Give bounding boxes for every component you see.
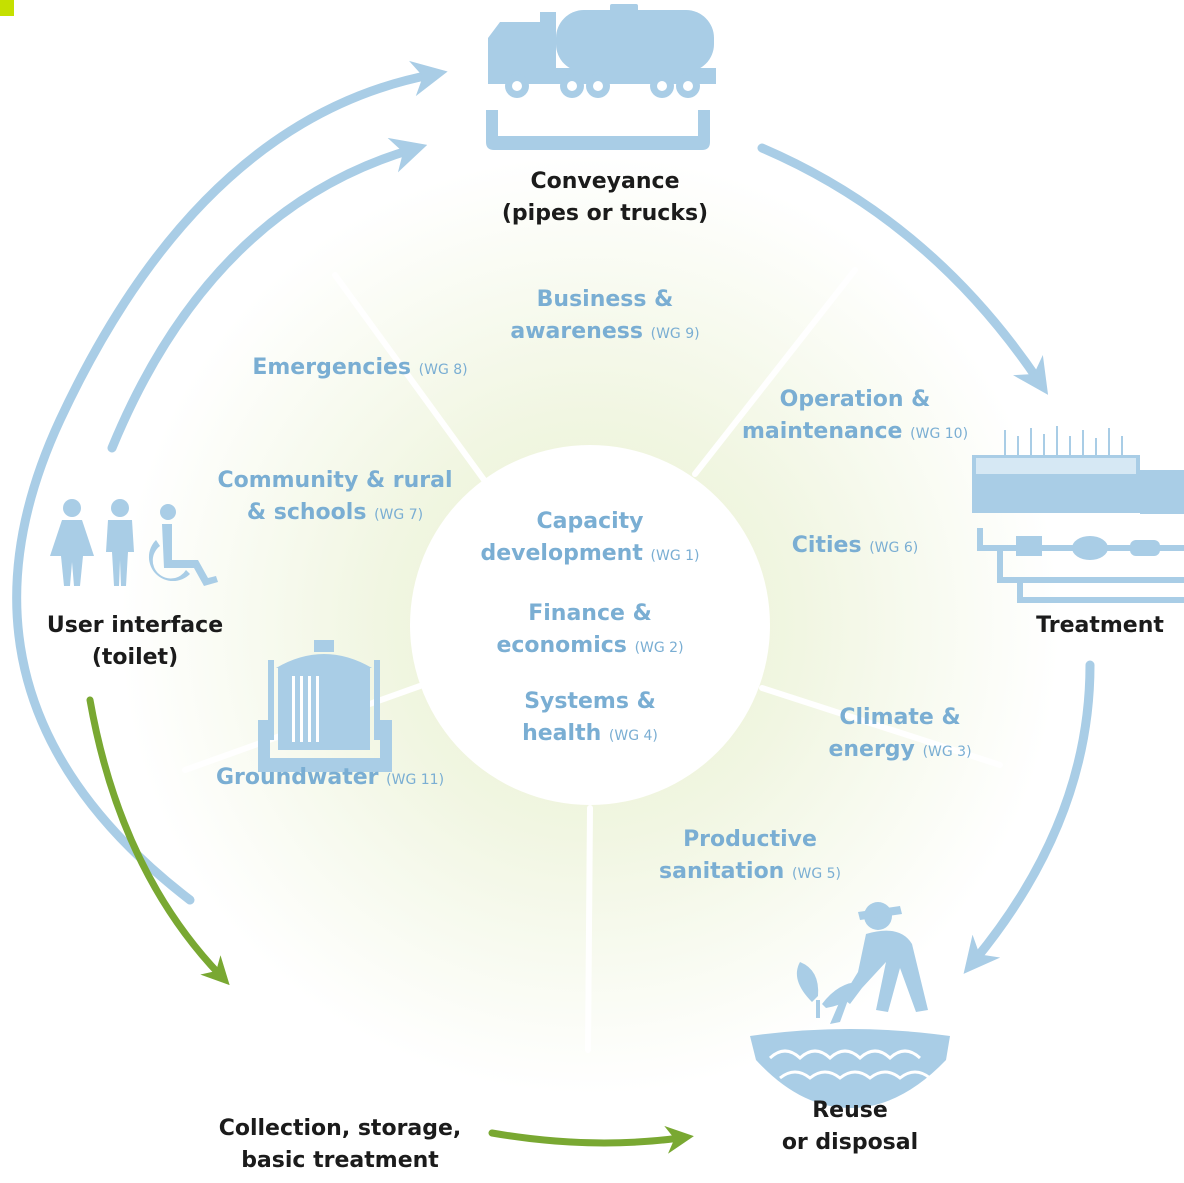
- business-awareness-label: Business & awareness (WG 9): [455, 284, 755, 350]
- cities-line1: Cities: [791, 533, 862, 558]
- finance-line1: Finance &: [528, 601, 652, 626]
- farmer-icon: [750, 902, 950, 1108]
- collection-line2: basic treatment: [241, 1148, 439, 1173]
- collection-label: Collection, storage, basic treatment: [200, 1113, 480, 1177]
- operation-line1: Operation &: [779, 387, 931, 412]
- reuse-label: Reuse or disposal: [750, 1095, 950, 1159]
- capacity-line2: development: [480, 541, 643, 566]
- arrow-user-to-conveyance: [107, 137, 428, 453]
- arrow-collection-to-conveyance: [12, 60, 448, 905]
- operation-maintenance-label: Operation & maintenance (WG 10): [695, 384, 1015, 450]
- arrow-user-to-collection: [86, 696, 230, 986]
- truck-icon: [486, 4, 716, 150]
- reuse-line1: Reuse: [812, 1098, 888, 1123]
- capacity-wg: (WG 1): [650, 548, 700, 564]
- green-arrows: [86, 696, 694, 1154]
- climate-line2: energy: [828, 737, 915, 762]
- user-line2: (toilet): [91, 645, 179, 670]
- cities-label: Cities (WG 6): [765, 530, 945, 564]
- user-interface-label: User interface (toilet): [30, 610, 240, 674]
- treatment-plant-icon: [972, 426, 1184, 603]
- productive-sanitation-label: Productive sanitation (WG 5): [615, 824, 885, 890]
- treatment-line1: Treatment: [1036, 613, 1164, 638]
- corner-mark: [0, 0, 14, 16]
- operation-line2: maintenance: [741, 419, 903, 444]
- business-line2: awareness: [510, 319, 643, 344]
- finance-line2: economics: [496, 633, 627, 658]
- center-circle: [410, 445, 770, 805]
- operation-wg: (WG 10): [910, 426, 969, 442]
- community-line1: Community & rural: [217, 468, 453, 493]
- toilet-users-icon: [50, 499, 218, 586]
- arrow-treatment-to-reuse: [963, 660, 1095, 974]
- productive-line1: Productive: [683, 827, 817, 852]
- finance-wg: (WG 2): [634, 640, 684, 656]
- user-line1: User interface: [46, 613, 224, 638]
- reuse-line2: or disposal: [781, 1130, 919, 1155]
- conveyance-label: Conveyance (pipes or trucks): [480, 166, 730, 230]
- groundwater-wg: (WG 11): [386, 772, 445, 788]
- groundwater-line1: Groundwater: [215, 765, 379, 790]
- finance-economics-label: Finance & economics (WG 2): [430, 598, 750, 664]
- groundwater-label: Groundwater (WG 11): [190, 762, 470, 796]
- storage-tank-icon: [258, 640, 392, 772]
- community-wg: (WG 7): [374, 507, 424, 523]
- capacity-development-label: Capacity development (WG 1): [430, 506, 750, 572]
- business-wg: (WG 9): [650, 326, 700, 342]
- conveyance-line1: Conveyance: [530, 169, 680, 194]
- emergencies-line1: Emergencies: [252, 355, 411, 380]
- climate-wg: (WG 3): [922, 744, 972, 760]
- climate-line1: Climate &: [839, 705, 961, 730]
- business-line1: Business &: [536, 287, 674, 312]
- emergencies-label: Emergencies (WG 8): [225, 352, 495, 386]
- systems-wg: (WG 4): [608, 728, 658, 744]
- capacity-line1: Capacity: [536, 509, 644, 534]
- cycle-arrows: [12, 60, 1095, 974]
- systems-line1: Systems &: [524, 689, 656, 714]
- productive-line2: sanitation: [659, 859, 785, 884]
- community-line2: & schools: [246, 500, 367, 525]
- treatment-label: Treatment: [1030, 610, 1170, 642]
- emergencies-wg: (WG 8): [418, 362, 468, 378]
- systems-health-label: Systems & health (WG 4): [430, 686, 750, 752]
- systems-line2: health: [522, 721, 602, 746]
- collection-line1: Collection, storage,: [218, 1116, 462, 1141]
- cities-wg: (WG 6): [869, 540, 919, 556]
- conveyance-line2: (pipes or trucks): [501, 201, 709, 226]
- arrow-collection-to-reuse: [488, 1125, 694, 1154]
- productive-wg: (WG 5): [792, 866, 841, 882]
- arrow-conveyance-to-treatment: [757, 143, 1049, 395]
- community-rural-schools-label: Community & rural & schools (WG 7): [195, 465, 475, 531]
- climate-energy-label: Climate & energy (WG 3): [790, 702, 1010, 768]
